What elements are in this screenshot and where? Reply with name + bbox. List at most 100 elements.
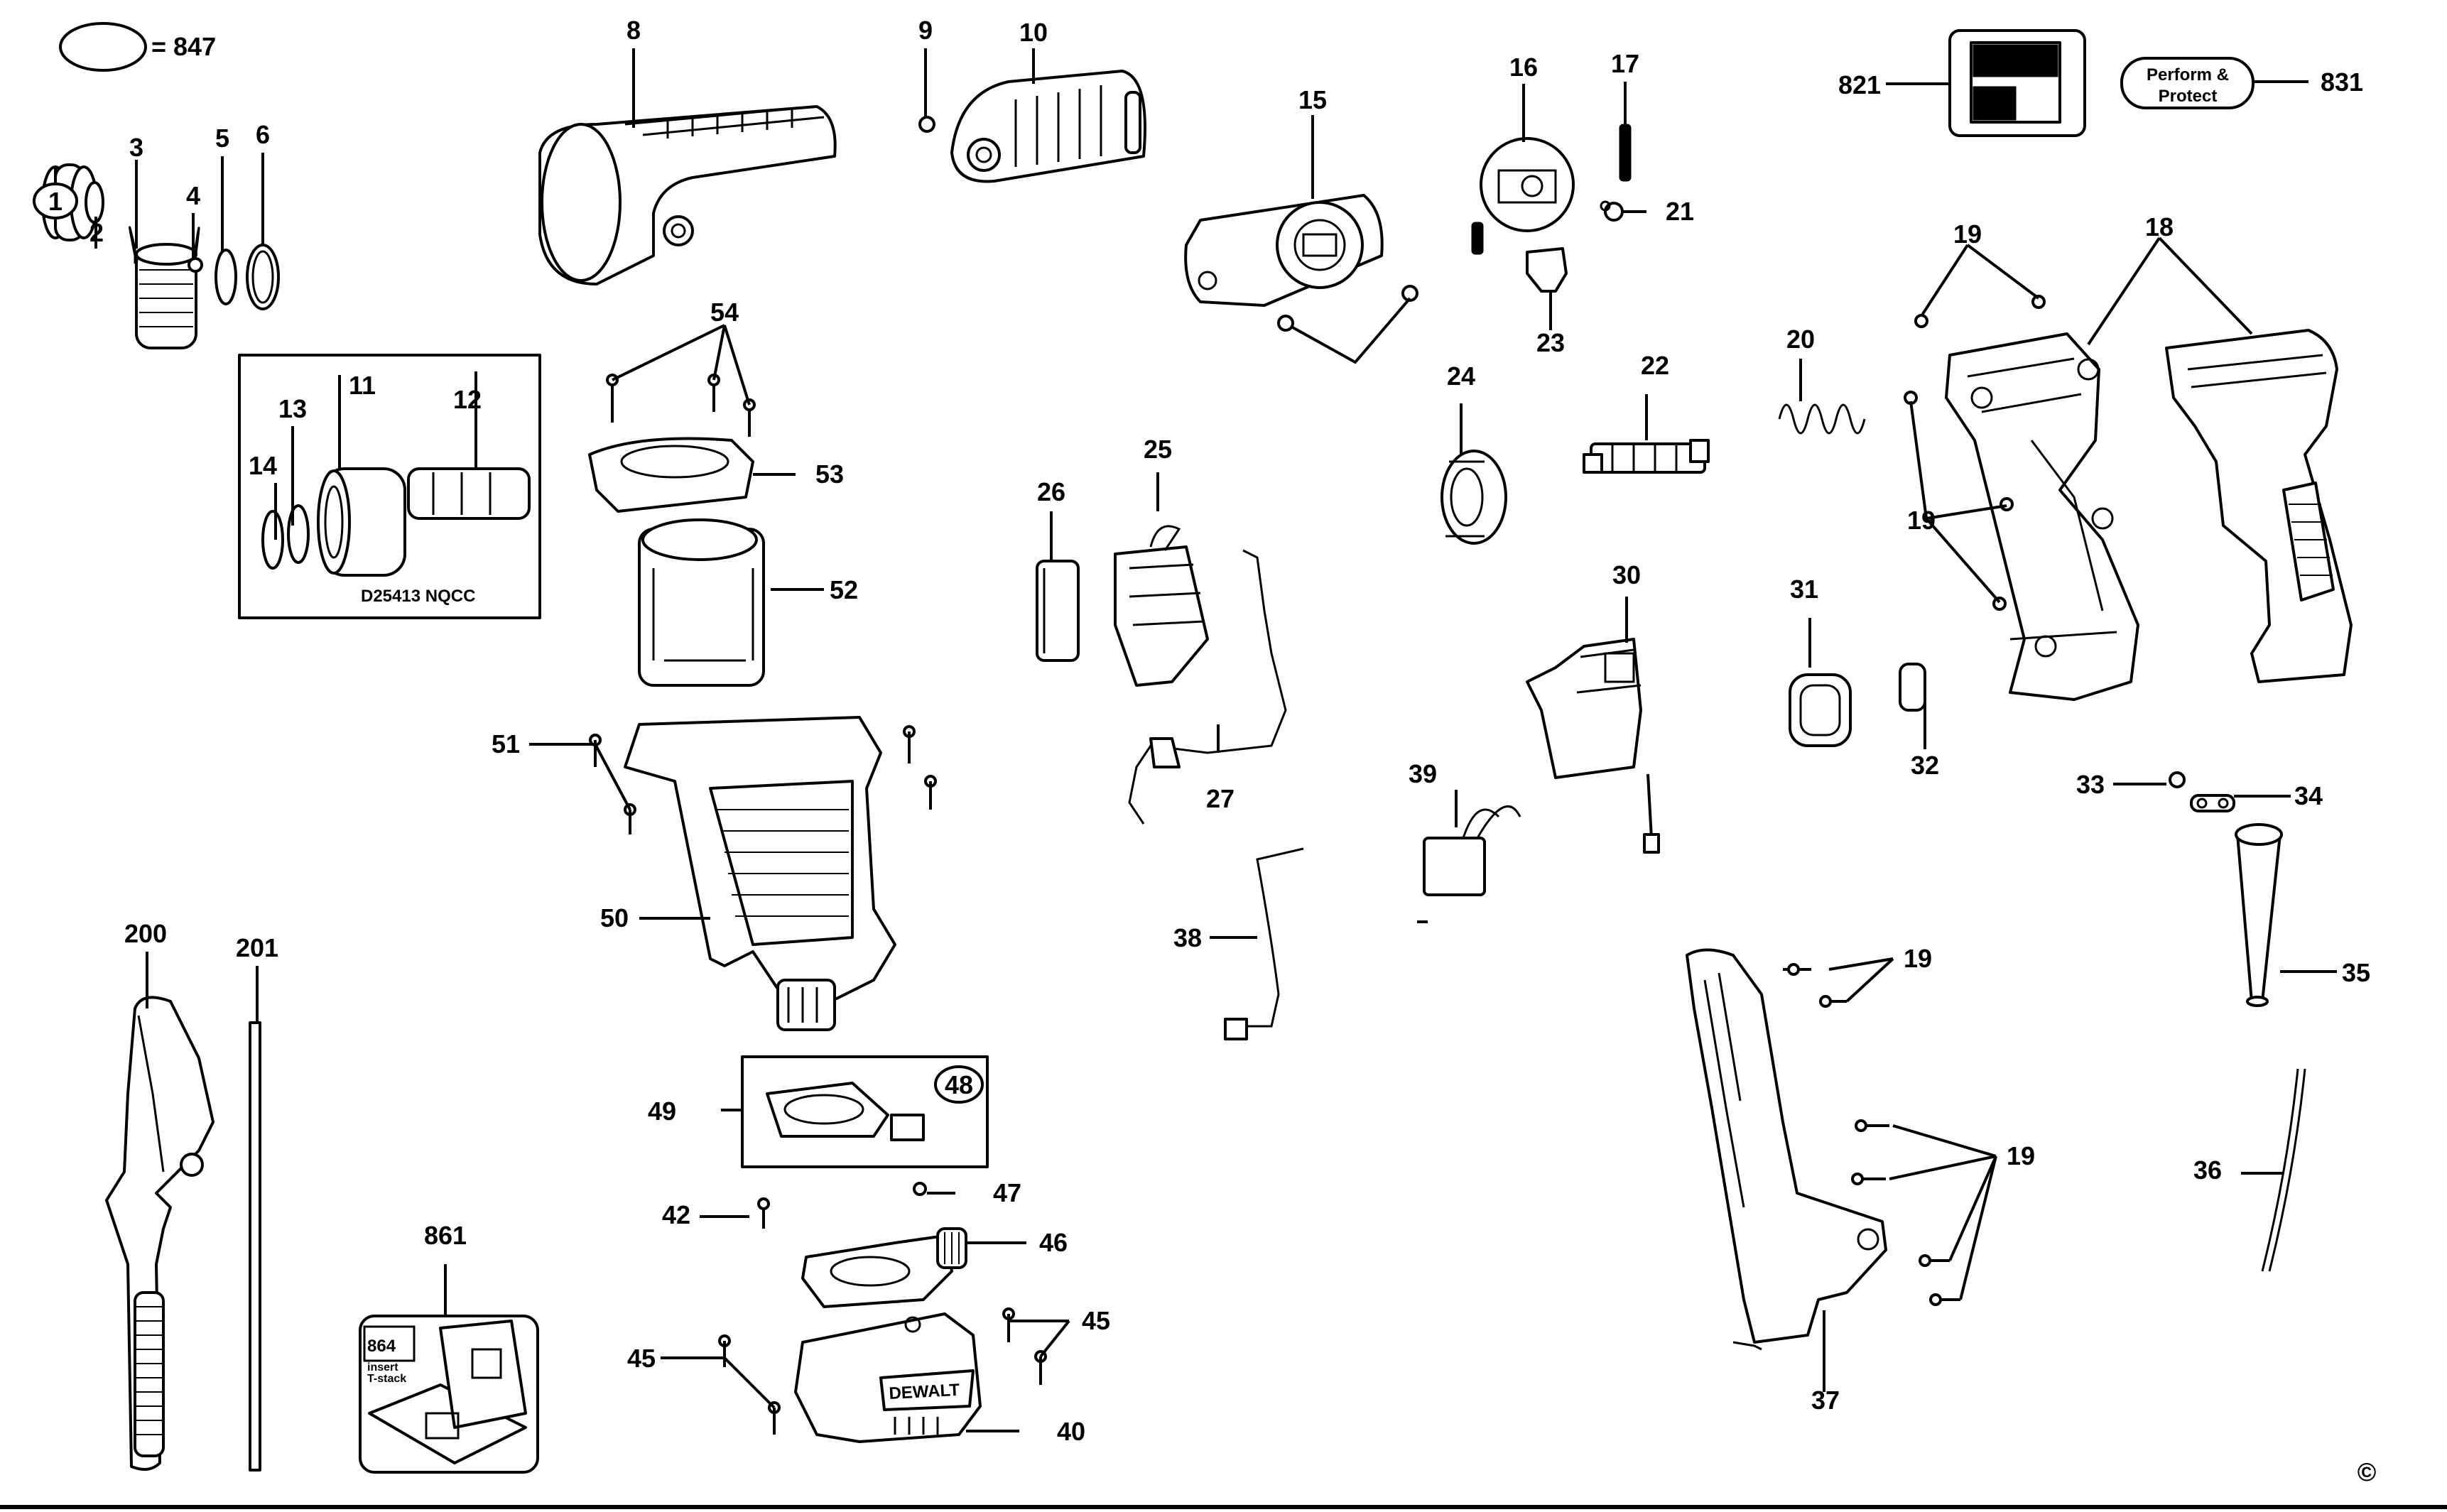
callout-45-left: 45 [627, 1344, 656, 1373]
case-insert-line1: insert [367, 1361, 398, 1374]
legend-oval-icon [59, 22, 147, 72]
callout-54: 54 [710, 298, 739, 327]
part-200-side-handle [105, 996, 215, 1471]
callout-13: 13 [278, 394, 307, 423]
callouts: 1 2 3 4 5 6 8 9 10 11 12 13 14 15 16 17 … [33, 16, 2370, 1446]
part-861-case: 864 insert T-stack [359, 1315, 539, 1474]
part-40-bottom-cover: DEWALT [794, 1312, 982, 1443]
part-50-motor-housing [624, 716, 896, 1031]
part-30-switch [1526, 638, 1660, 854]
case-insert-line2: T-stack [367, 1373, 406, 1385]
part-8-front-housing [538, 105, 837, 285]
part-20-spring [1778, 403, 1866, 435]
callout-27: 27 [1206, 784, 1235, 813]
part-18-housing-left [1945, 332, 2139, 701]
part-16-clutch [1480, 137, 1575, 232]
legend-847: = 847 [59, 22, 216, 72]
part-35-cord-guard [2235, 823, 2283, 1007]
callout-26: 26 [1037, 477, 1065, 506]
callout-2: 2 [89, 218, 104, 247]
part-53-cover [588, 437, 754, 513]
callout-5: 5 [215, 124, 229, 153]
part-19-screws-37 [1783, 963, 1960, 1306]
callout-4: 4 [186, 181, 200, 210]
part-15-gear-plate [1184, 194, 1384, 307]
callout-8: 8 [626, 16, 641, 45]
callout-10: 10 [1019, 18, 1048, 47]
callout-25: 25 [1144, 435, 1172, 464]
part-24-bearing [1440, 450, 1507, 545]
part-37-housing [1686, 948, 1887, 1351]
callout-35: 35 [2342, 958, 2370, 987]
callout-18: 18 [2145, 212, 2174, 241]
callout-21: 21 [1666, 197, 1694, 226]
callout-49: 49 [648, 1097, 676, 1126]
callout-23: 23 [1536, 328, 1565, 357]
part-19-screw-d [2000, 497, 2014, 511]
insert-label-box [363, 1325, 416, 1362]
part-12-adapter [407, 467, 531, 520]
callout-24: 24 [1447, 361, 1475, 391]
callout-38: 38 [1173, 923, 1202, 952]
callout-20: 20 [1786, 325, 1815, 354]
callout-39: 39 [1409, 759, 1437, 788]
callout-19-37a: 19 [1904, 944, 1932, 973]
badge-line1: Perform & [2147, 65, 2229, 85]
callout-12: 12 [453, 385, 482, 414]
kit-label: D25413 NQCC [361, 587, 475, 606]
part-831-badge: Perform & Protect [2120, 57, 2255, 109]
brand-plate-text: DEWALT [889, 1381, 960, 1403]
callout-52: 52 [830, 575, 858, 604]
kit-box: D25413 NQCC [238, 354, 541, 619]
part-10-cover [950, 70, 1146, 183]
callout-6: 6 [256, 120, 270, 149]
part-4-ball [188, 257, 203, 273]
part-19-screw-b [2031, 295, 2046, 309]
brand-plate [879, 1369, 975, 1411]
callout-36: 36 [2193, 1155, 2222, 1185]
part-201-depth-rod [249, 1021, 261, 1472]
part-9-screw-top [918, 116, 935, 133]
part-21-screw [1600, 200, 1624, 222]
badge-line2: Protect [2159, 87, 2218, 106]
part-25-module [1114, 525, 1209, 687]
callout-201: 201 [236, 933, 278, 962]
callout-40: 40 [1057, 1417, 1085, 1446]
callout-16: 16 [1509, 53, 1538, 82]
copyright-mark: © [2358, 1457, 2377, 1486]
copyright-symbol: © [2358, 1457, 2377, 1486]
callout-50: 50 [600, 903, 629, 932]
part-18-housing-right [2165, 329, 2353, 683]
part-52-stator [638, 518, 765, 687]
callout-19-37b: 19 [2007, 1141, 2035, 1170]
part-49-box [741, 1055, 989, 1168]
part-31-cap [1789, 673, 1852, 747]
legend-text: = 847 [151, 32, 216, 61]
callout-53: 53 [815, 459, 844, 489]
case-insert-number: 864 [367, 1337, 396, 1356]
part-23-clip [1526, 247, 1568, 293]
callout-30: 30 [1612, 560, 1641, 589]
callout-1: 1 [48, 187, 63, 216]
part-32-sleeve [1899, 663, 1926, 712]
callout-11: 11 [349, 371, 376, 400]
callout-200: 200 [124, 919, 167, 948]
callout-37: 37 [1811, 1386, 1840, 1415]
part-14-ring [261, 510, 284, 570]
part-45-screws [718, 1307, 1047, 1435]
part-19-screw-a [1914, 314, 1928, 328]
callout-861: 861 [424, 1221, 467, 1250]
callout-33: 33 [2076, 770, 2105, 799]
part-27-harness [1128, 549, 1287, 825]
callout-45-right: 45 [1082, 1306, 1110, 1335]
callout-31: 31 [1790, 575, 1818, 604]
callout-22: 22 [1641, 351, 1669, 380]
callout-34: 34 [2294, 781, 2323, 810]
callout-831: 831 [2321, 67, 2363, 97]
callout-3: 3 [129, 133, 143, 162]
callout-19-top: 19 [1953, 219, 1982, 249]
part-46-plate [801, 1227, 967, 1308]
callout-32: 32 [1911, 751, 1939, 780]
part-39-capacitor [1423, 805, 1521, 896]
callout-48-oval [934, 1065, 984, 1104]
